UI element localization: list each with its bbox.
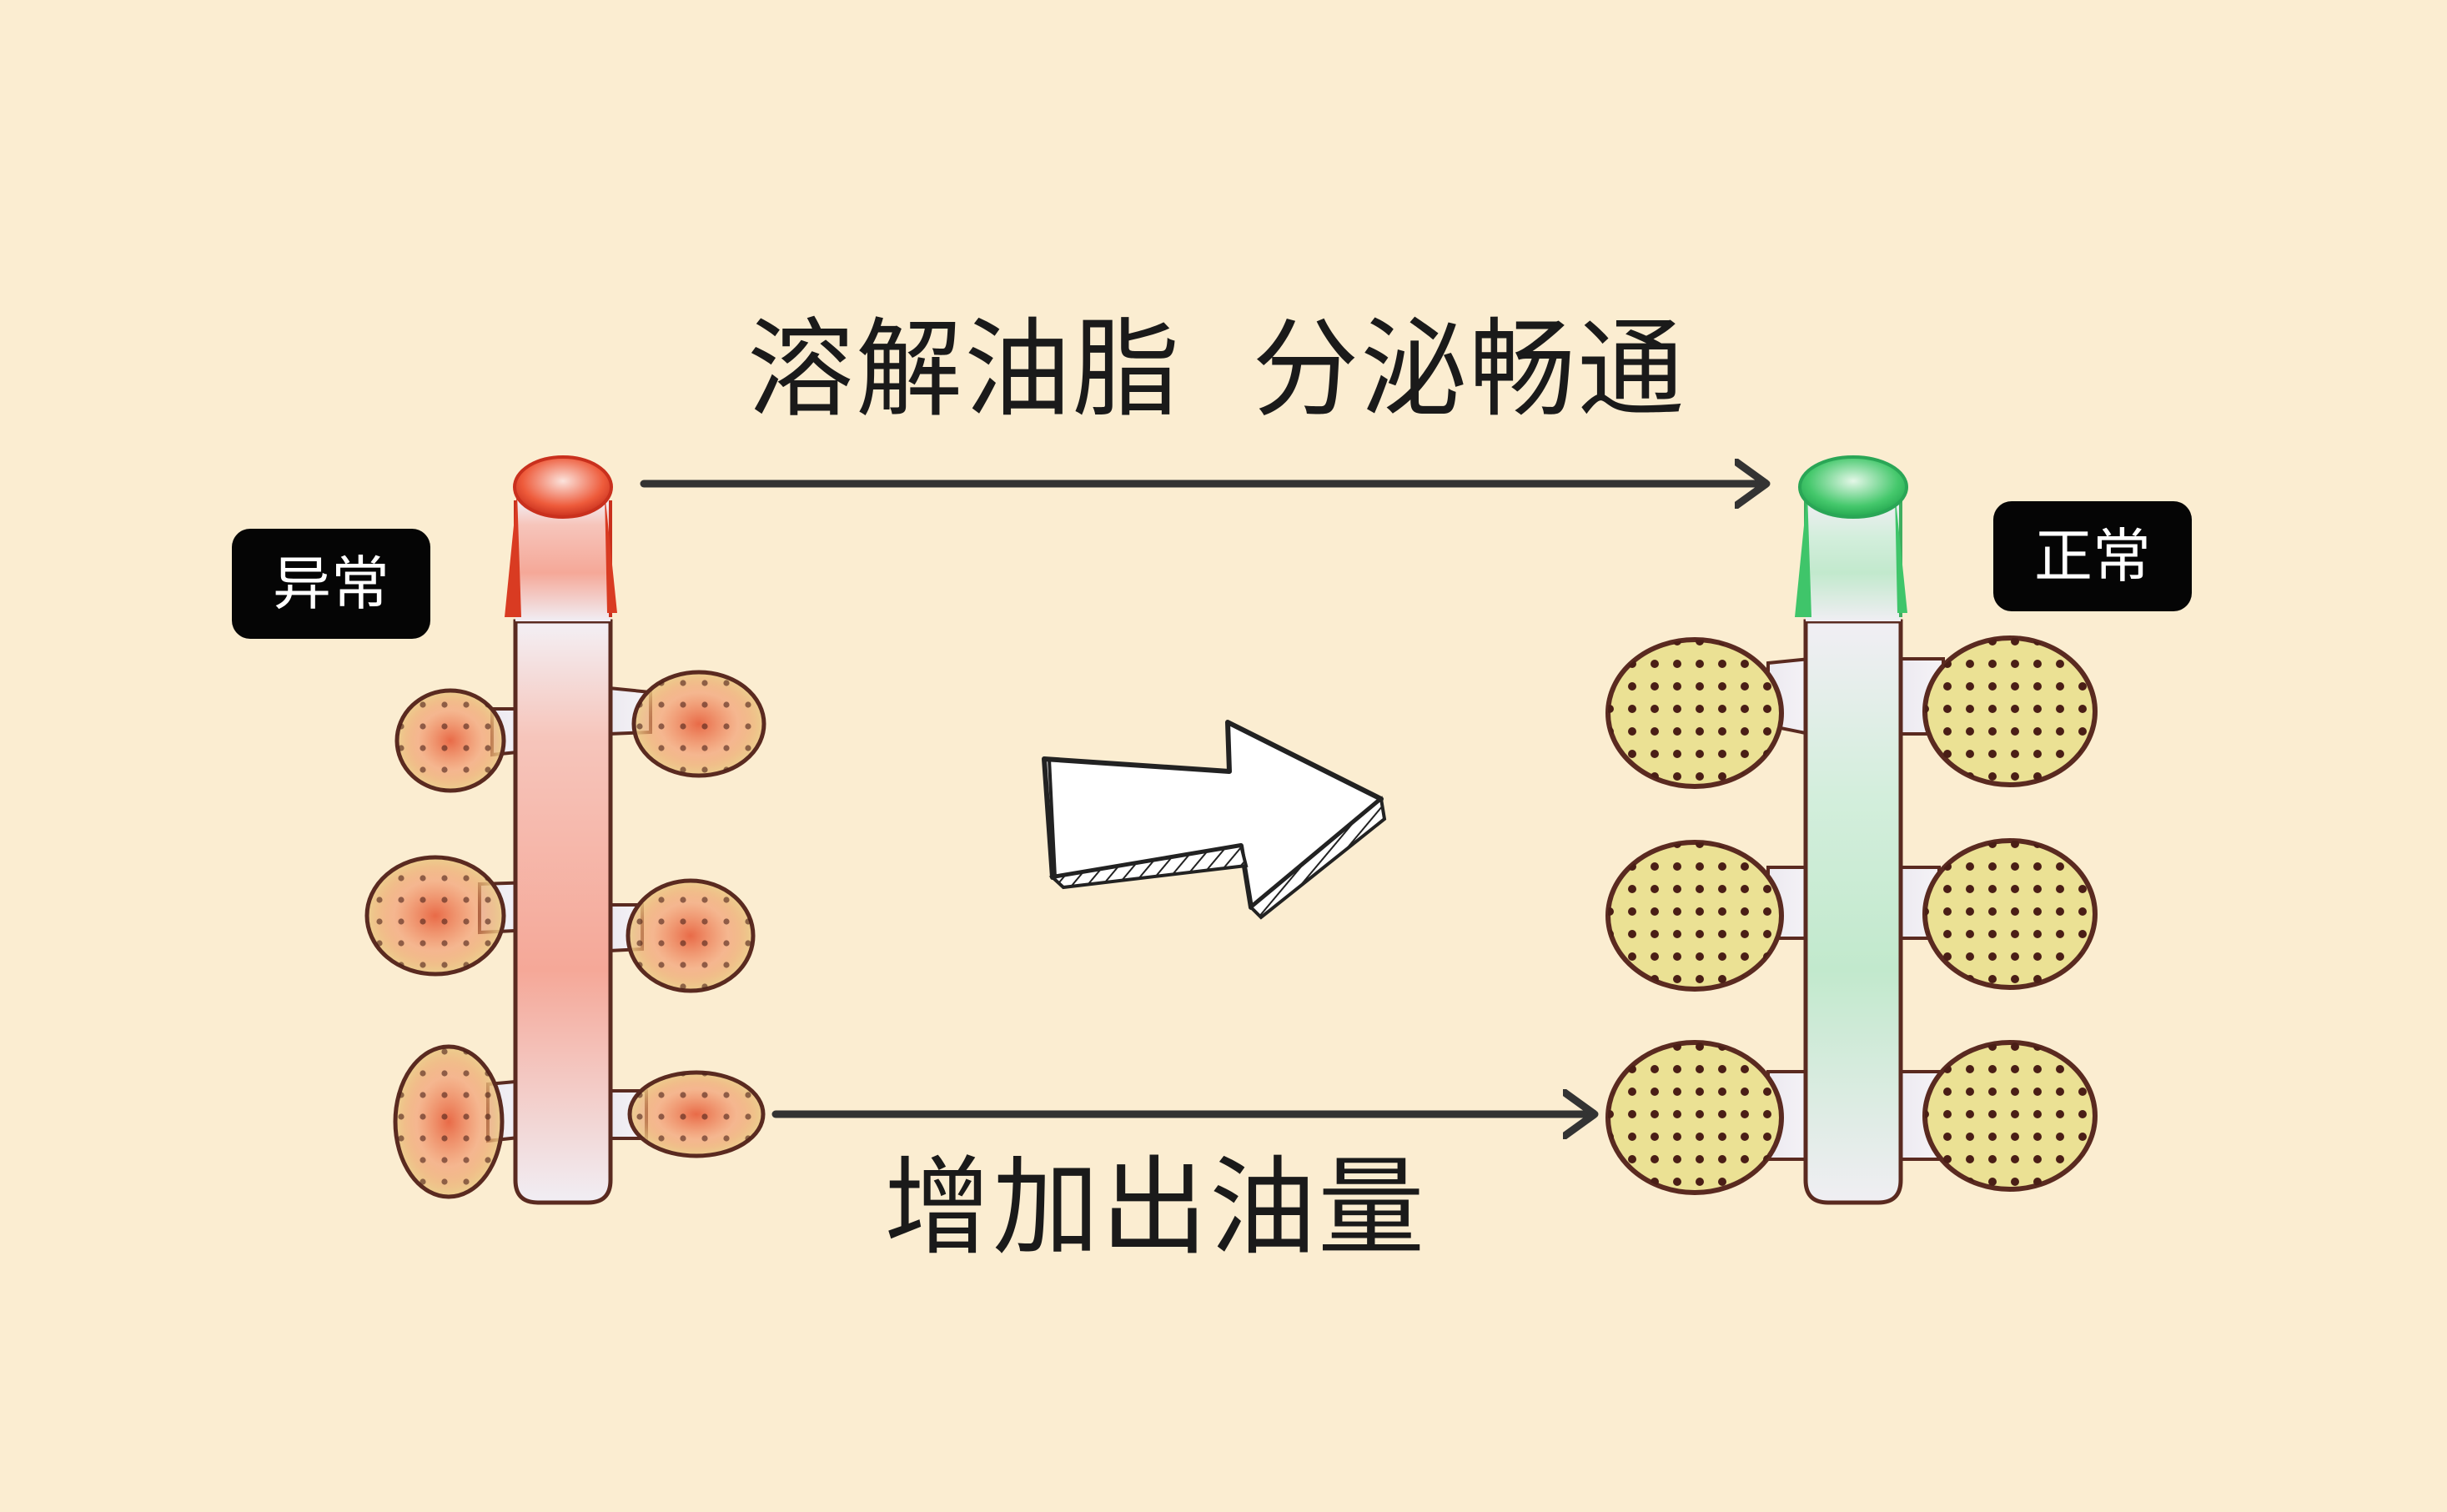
abnormal-gland: [364, 455, 766, 1205]
hand-drawn-arrow-icon: [1042, 720, 1387, 920]
abnormal-badge: 异常: [232, 529, 430, 639]
bottom-caption: 增加出油量: [884, 1146, 1427, 1270]
normal-pore-cap: [1798, 455, 1908, 519]
normal-badge: 正常: [1993, 501, 2192, 611]
abnormal-pore-cap: [513, 455, 613, 519]
top-caption: 溶解油脂 分泌畅通: [747, 308, 1686, 432]
normal-gland: [1605, 455, 2098, 1205]
